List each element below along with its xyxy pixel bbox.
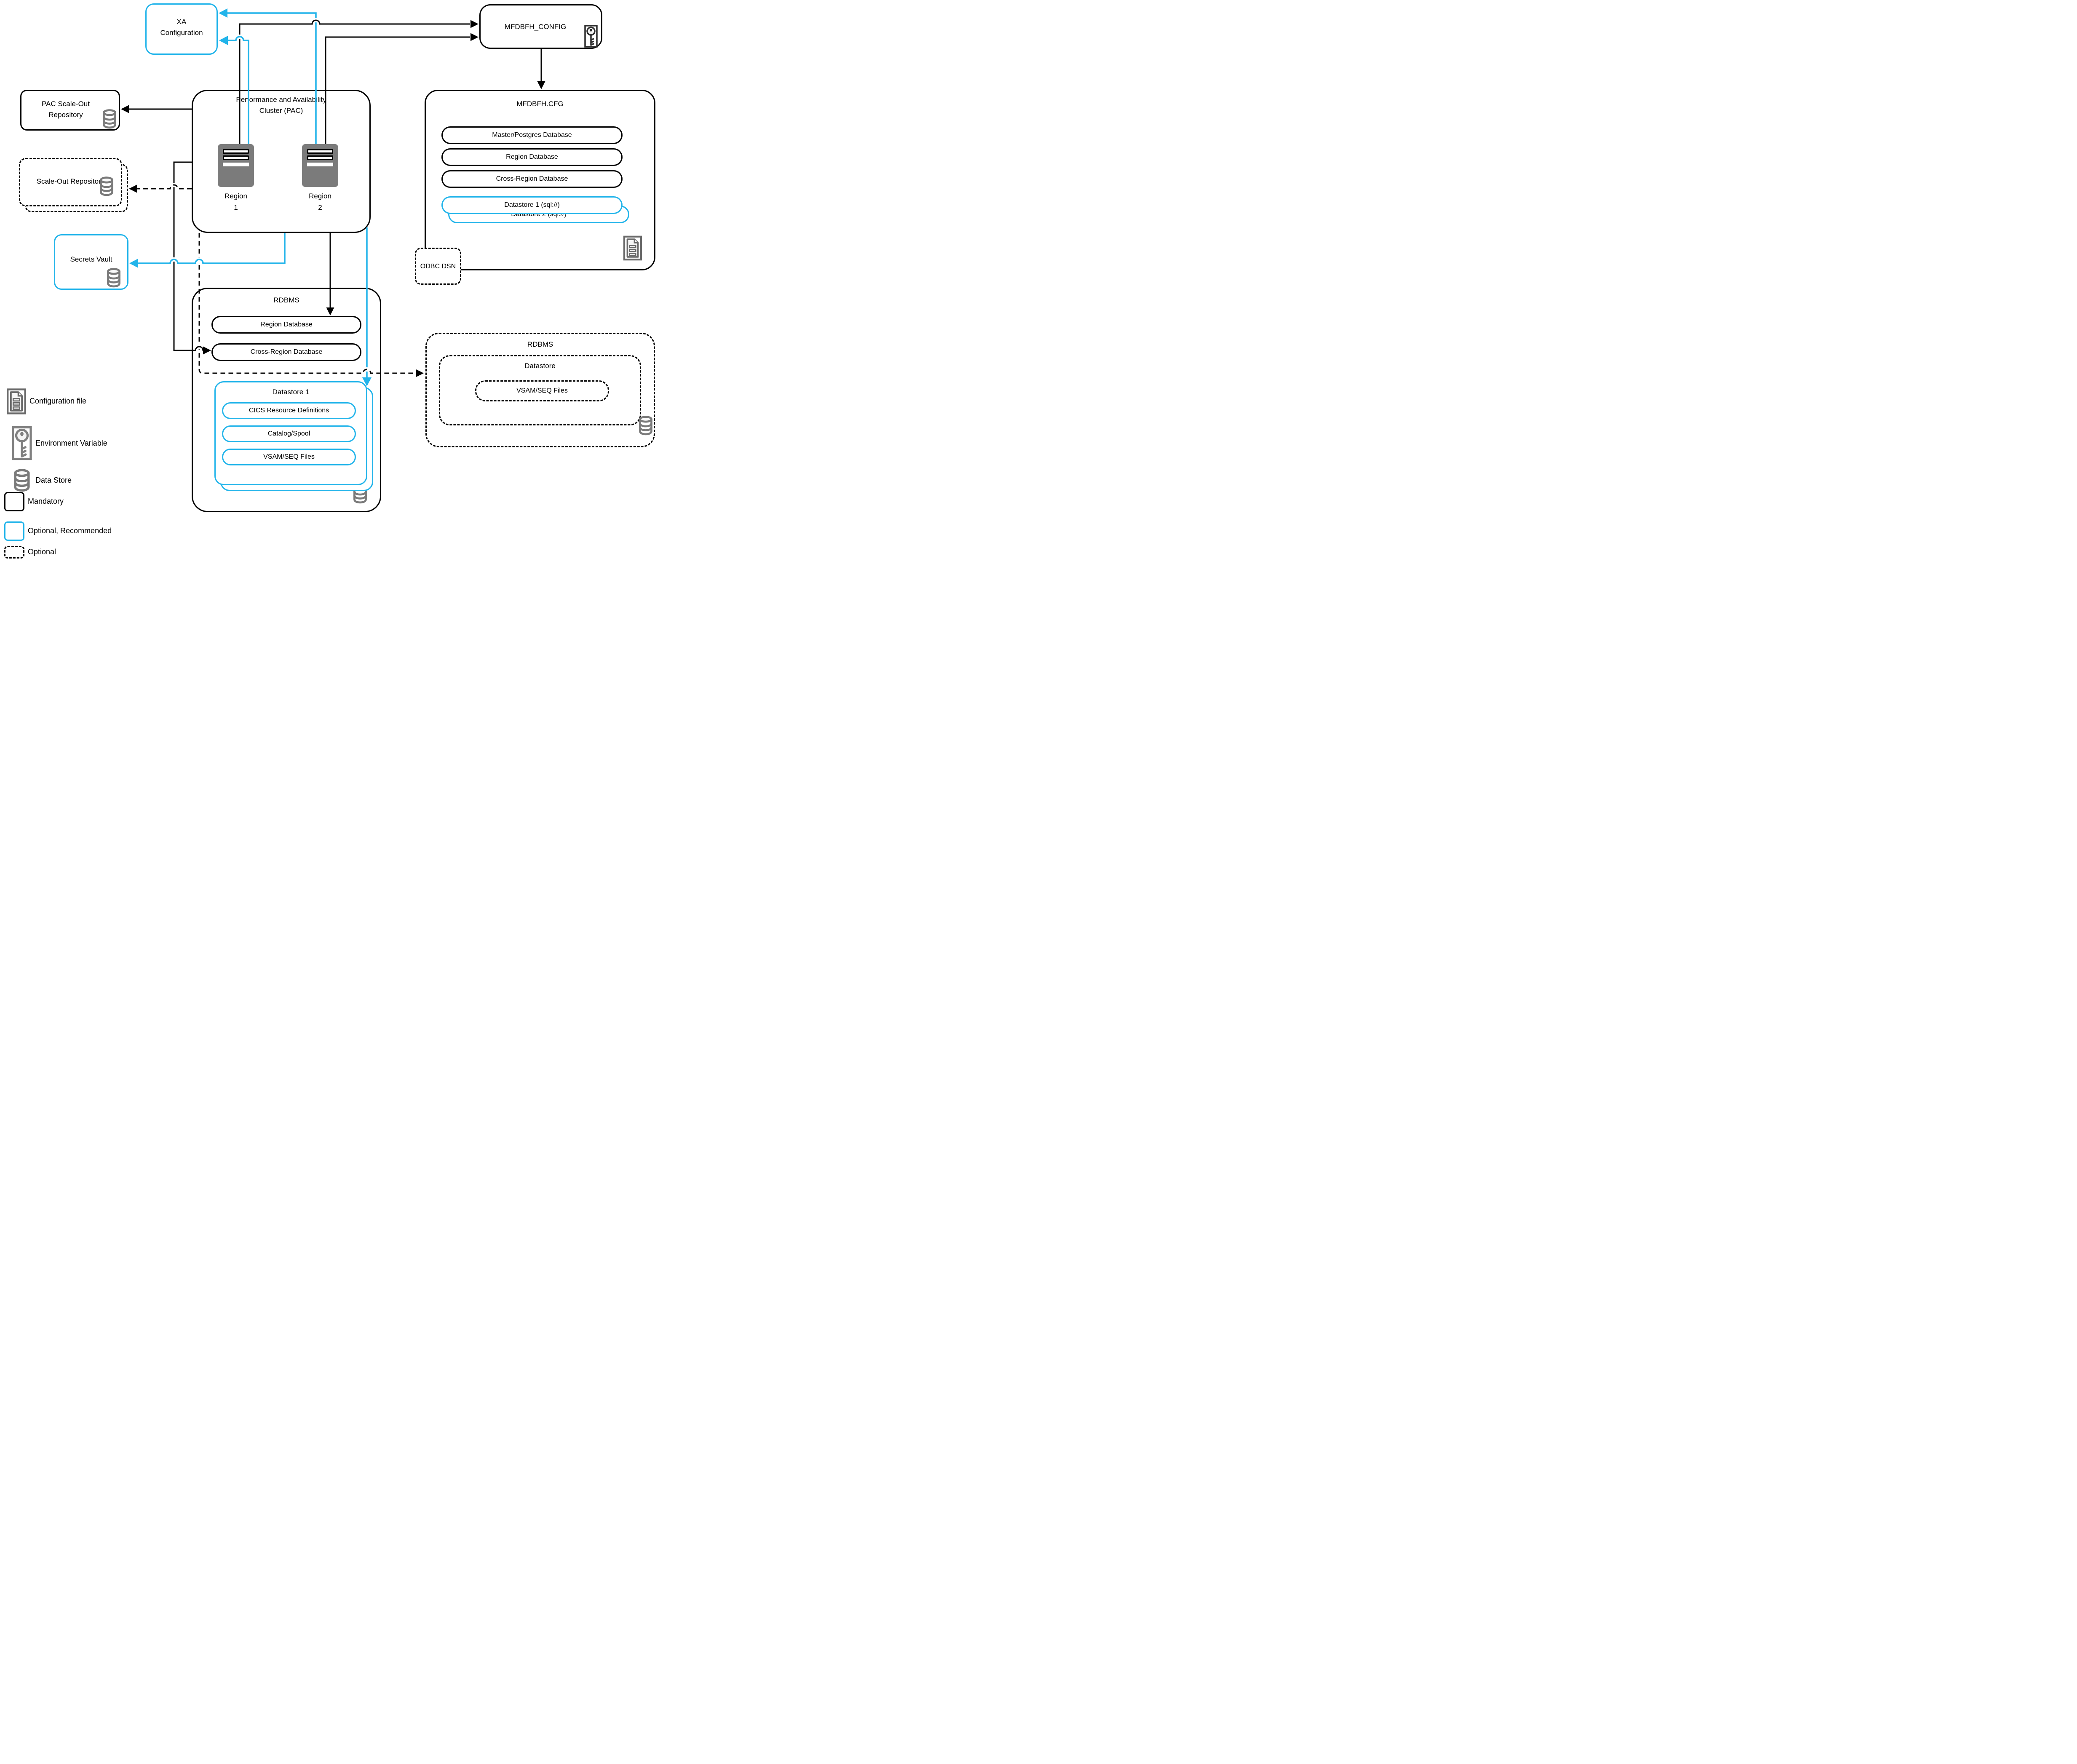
mfdbfh-config-box: MFDBFH_CONFIG (479, 4, 602, 49)
pill-vsam-seq-files: VSAM/SEQ Files (222, 449, 356, 465)
pac-repo-line1: PAC Scale-Out (41, 100, 90, 108)
document-icon (623, 234, 642, 262)
arrowhead-xa-config-2 (219, 36, 228, 45)
hop-mask (234, 35, 246, 41)
document-icon (7, 388, 26, 414)
secrets-vault-label: Secrets Vault (70, 255, 112, 263)
xa-configuration-label: XA Configuration (147, 16, 217, 39)
arrowhead-scale-out-repository (129, 184, 137, 193)
legend-optional: Optional (28, 548, 56, 556)
datastore-right-title: Datastore (524, 362, 556, 370)
arrowhead-pac-repo (121, 105, 129, 113)
scale-out-repository-box: Scale-Out Repository (19, 158, 122, 206)
pac-title-line2: Cluster (PAC) (259, 107, 303, 115)
architecture-diagram: XA Configuration MFDBFH_CONFIG PAC Scale… (0, 0, 660, 561)
arrowhead-mfdbfh-cfg (537, 81, 545, 89)
secrets-vault-box: Secrets Vault (54, 234, 128, 290)
pac-scale-out-repository-label: PAC Scale-Out Repository (21, 99, 110, 121)
pill-vsam-seq-files-right: VSAM/SEQ Files (475, 380, 609, 401)
legend-environment-variable: Environment Variable (35, 439, 107, 447)
arrowhead-xa-config-1 (219, 8, 227, 18)
pac-title-line1: Performance and Availability (236, 96, 326, 104)
pill-cross-region-database-cfg: Cross-Region Database (441, 170, 623, 188)
pac-scale-out-repository-box: PAC Scale-Out Repository (20, 90, 120, 131)
pill-datastore-1-sql: Datastore 1 (sql://) (441, 196, 623, 214)
arrowhead-optional-rdbms (416, 369, 424, 377)
region-1-label: Region 1 (218, 190, 254, 213)
rdbms-center-title: RDBMS (273, 296, 299, 304)
pill-cross-region-database-rdbms: Cross-Region Database (211, 343, 361, 361)
legend-data-store: Data Store (35, 476, 72, 484)
pill-master-postgres-database: Master/Postgres Database (441, 126, 623, 144)
datastore-1-box: Datastore 1 CICS Resource Definitions Ca… (214, 381, 367, 485)
region-2-line2: 2 (318, 203, 322, 212)
arrowhead-secrets-vault (129, 259, 138, 268)
server-icon (302, 144, 338, 187)
wire-pac-to-scale-out-repository (137, 184, 192, 190)
hop-mask (168, 183, 180, 189)
scale-out-repository-label: Scale-Out Repository (36, 177, 105, 185)
key-icon (584, 25, 598, 48)
database-icon (11, 468, 33, 492)
mfdbfh-config-label: MFDBFH_CONFIG (504, 23, 567, 31)
wire-pac-to-secrets-vault (138, 233, 286, 264)
database-icon (638, 415, 654, 436)
database-icon (99, 176, 115, 196)
arrowhead-mfdbfh-config-1 (470, 20, 478, 28)
pac-repo-line2: Repository (48, 111, 83, 119)
pill-region-database-cfg: Region Database (441, 148, 623, 166)
odbc-dsn-box: ODBC DSN (415, 248, 461, 285)
pill-cics-resource-definitions: CICS Resource Definitions (222, 402, 356, 419)
server-icon (218, 144, 254, 187)
datastore-1-title: Datastore 1 (272, 388, 310, 396)
legend-mandatory: Mandatory (28, 497, 64, 505)
key-icon (12, 425, 32, 461)
odbc-dsn-label: ODBC DSN (420, 263, 456, 270)
arrowhead-mfdbfh-config-2 (470, 33, 478, 41)
xa-config-line2: Configuration (160, 29, 203, 37)
legend-optional-recommended: Optional, Recommended (28, 527, 112, 535)
legend-optional-recommended-swatch (4, 521, 24, 541)
hop-mask (193, 257, 205, 264)
region-1-line1: Region (225, 192, 247, 200)
legend-optional-swatch (4, 546, 24, 559)
legend-configuration-file: Configuration file (29, 397, 87, 405)
region-2-label: Region 2 (302, 190, 338, 213)
pill-catalog-spool: Catalog/Spool (222, 425, 356, 442)
region-1-line2: 1 (234, 203, 238, 212)
hop-mask (168, 257, 180, 264)
xa-configuration-box: XA Configuration (145, 3, 218, 55)
legend-mandatory-swatch (4, 492, 24, 511)
rdbms-right-title: RDBMS (527, 340, 553, 348)
xa-config-line1: XA (176, 18, 187, 26)
pac-cluster-title: Performance and Availability Cluster (PA… (193, 94, 369, 117)
database-icon (102, 109, 118, 129)
pill-region-database-rdbms: Region Database (211, 316, 361, 334)
hop-mask (310, 18, 322, 24)
mfdbfh-cfg-title: MFDBFH.CFG (516, 100, 564, 108)
database-icon (106, 267, 122, 288)
region-2-line1: Region (309, 192, 331, 200)
